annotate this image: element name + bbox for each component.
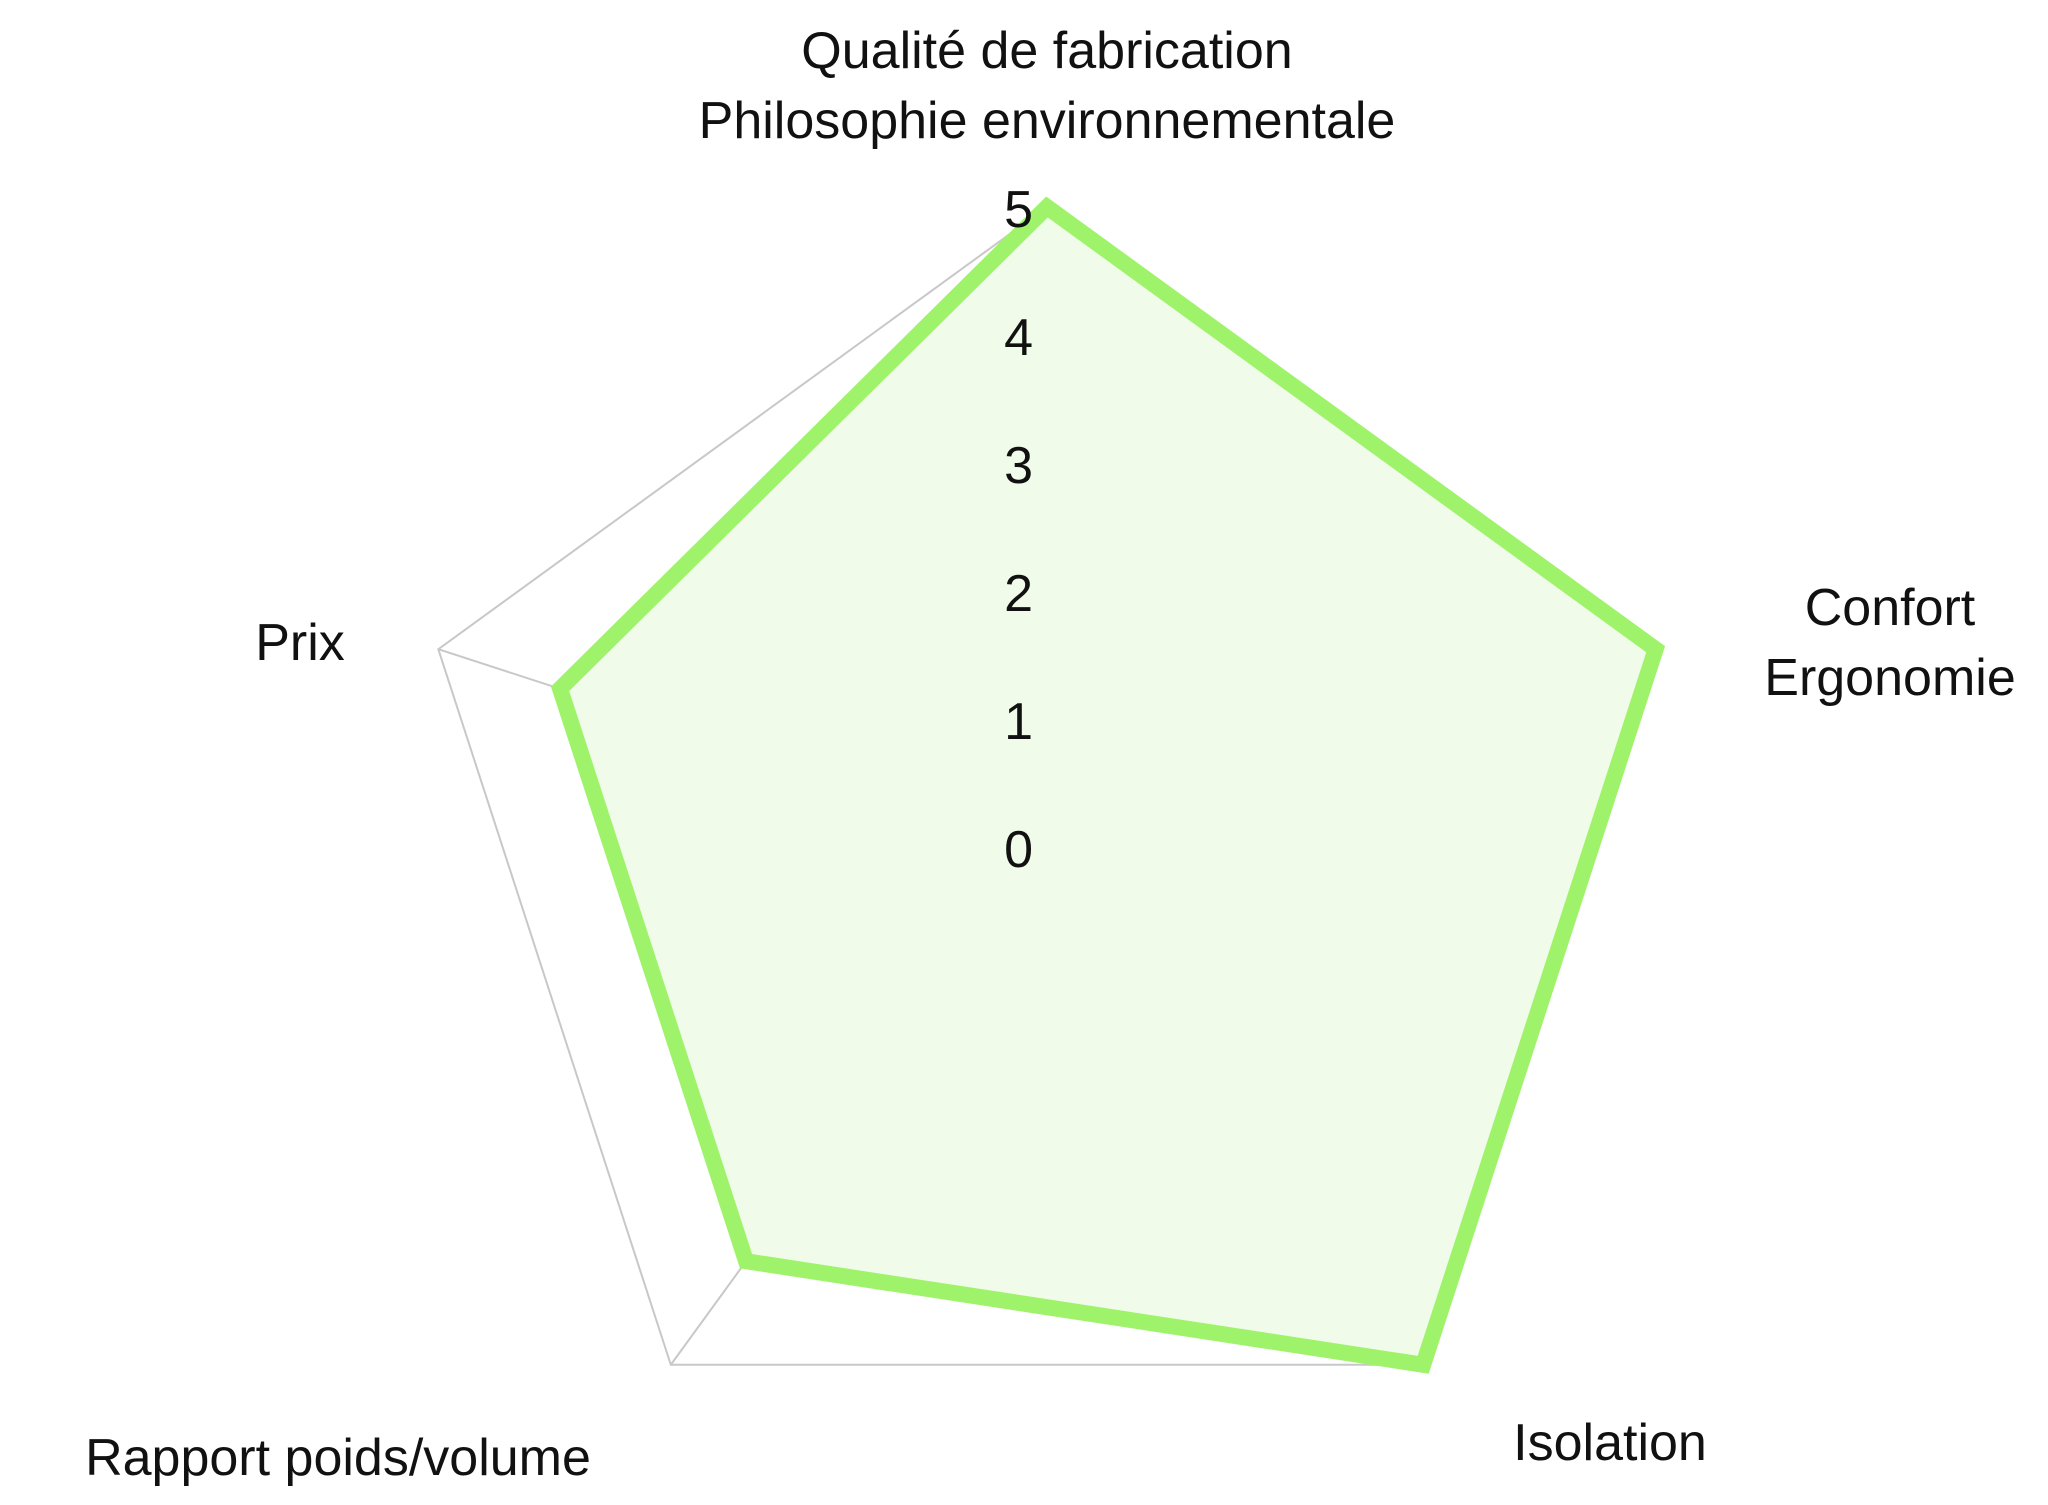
axis-label-line: Qualité de fabrication (801, 22, 1292, 80)
axis-label-3: Rapport poids/volume (85, 1429, 591, 1487)
axis-label-line: Isolation (1513, 1414, 1707, 1472)
tick-label-5: 5 (1004, 181, 1033, 239)
axis-label-2: Isolation (1513, 1414, 1707, 1472)
tick-label-2: 2 (1004, 565, 1033, 623)
axis-label-line: Prix (255, 614, 345, 672)
tick-label-1: 1 (1004, 693, 1033, 751)
radar-tick-labels: 0 1 2 3 4 5 (1004, 181, 1033, 879)
axis-label-4: Prix (255, 614, 345, 672)
tick-label-0: 0 (1004, 821, 1033, 879)
axis-label-line: Philosophie environnementale (699, 92, 1396, 150)
tick-label-3: 3 (1004, 437, 1033, 495)
axis-label-line: Confort (1805, 579, 1976, 637)
tick-label-4: 4 (1004, 309, 1033, 367)
axis-label-line: Ergonomie (1764, 649, 2015, 707)
axis-label-line: Rapport poids/volume (85, 1429, 591, 1487)
series-polygon-0 (550, 196, 1666, 1374)
radar-series (550, 196, 1666, 1374)
